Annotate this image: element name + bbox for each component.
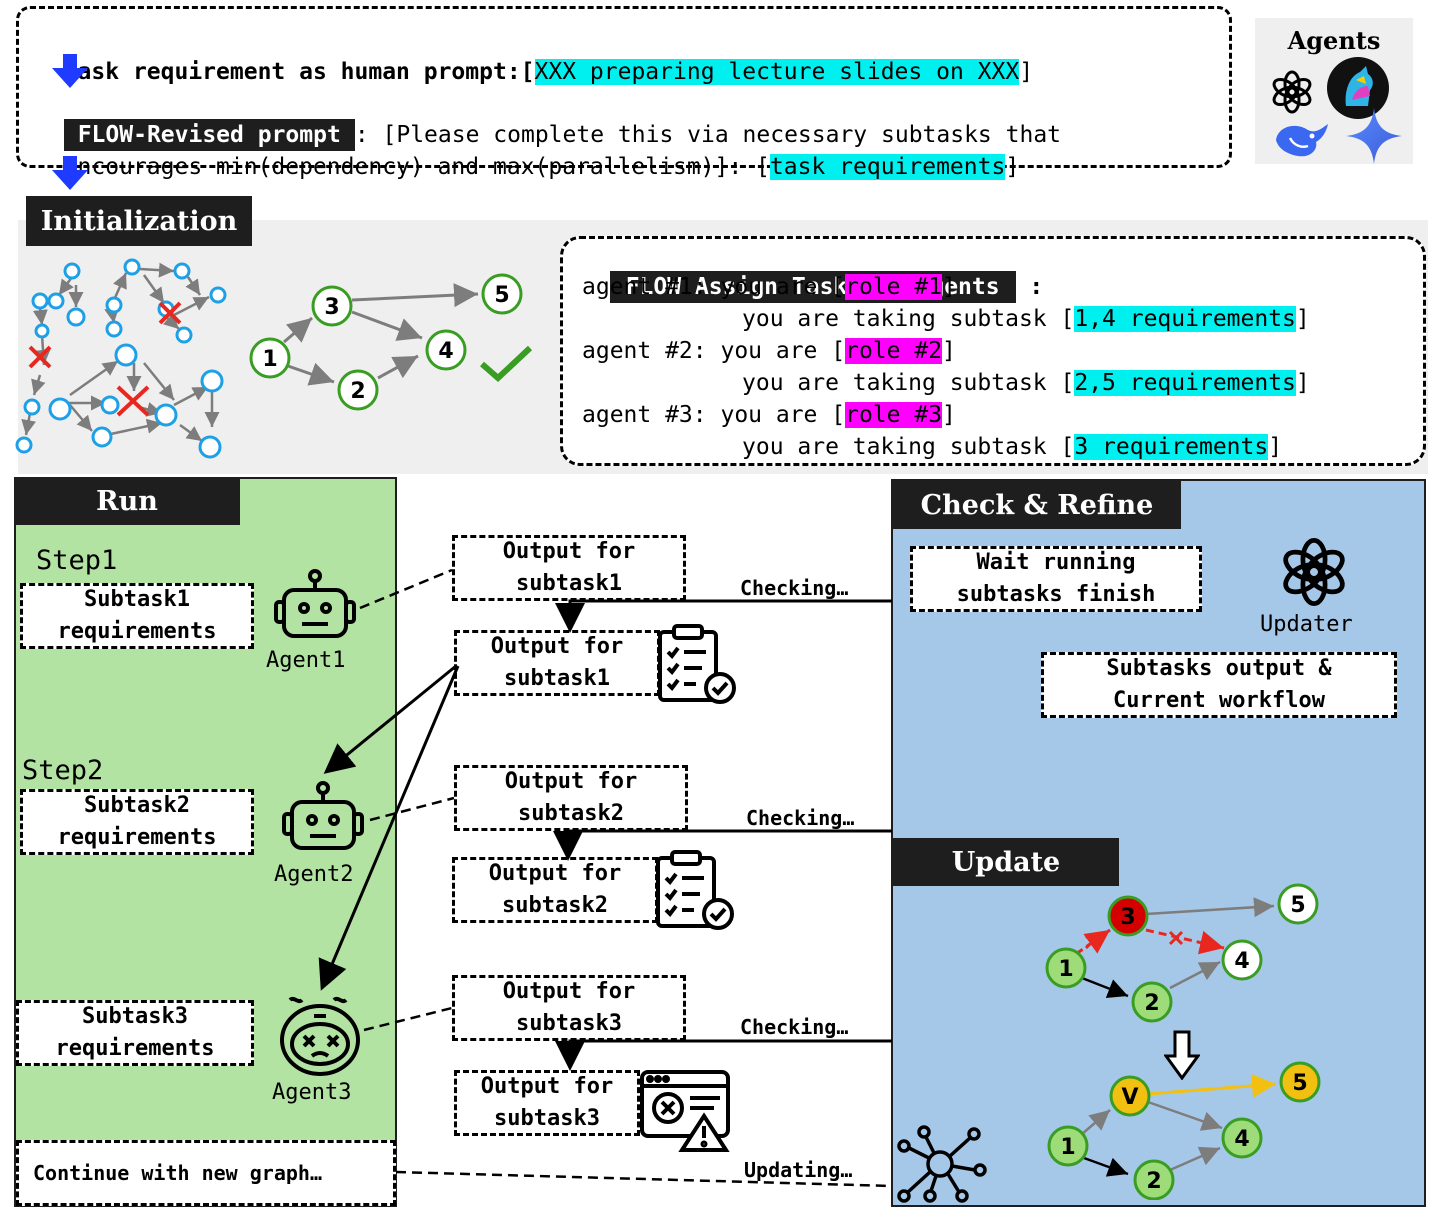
role3: role #3 bbox=[845, 402, 943, 428]
agent3-subtask-line: you are taking subtask [3 requirements] bbox=[742, 434, 1283, 460]
agent3-line: agent #3: you are [role #3] bbox=[582, 402, 956, 428]
step2-label: Step2 bbox=[22, 755, 104, 786]
continue-box: Continue with new graph… bbox=[16, 1140, 396, 1206]
error-window-icon bbox=[640, 1070, 730, 1152]
revised-line1: FLOW-Revised prompt: [Please complete th… bbox=[36, 87, 1061, 151]
prompt-box bbox=[16, 6, 1232, 168]
before-node-1: 1 bbox=[1058, 957, 1073, 982]
hollow-down-arrow-icon bbox=[1164, 1030, 1200, 1080]
step1-label: Step1 bbox=[36, 545, 118, 576]
network-icon bbox=[897, 1125, 987, 1203]
before-node-2: 2 bbox=[1144, 991, 1159, 1016]
blue-down-arrow-icon bbox=[52, 54, 88, 88]
checking-label-1: Checking… bbox=[740, 576, 849, 600]
req3: 3 requirements bbox=[1074, 434, 1269, 460]
update-graph-after: 1 2 V 4 5 bbox=[1047, 1061, 1321, 1200]
updater-label: Updater bbox=[1260, 612, 1353, 637]
revised-tag: FLOW-Revised prompt bbox=[63, 119, 355, 151]
before-node-5: 5 bbox=[1290, 893, 1305, 918]
after-node-4: 4 bbox=[1234, 1127, 1249, 1152]
init-node-3: 3 bbox=[324, 295, 339, 320]
checklist-icon bbox=[656, 850, 734, 930]
task-requirements-highlight: task requirements bbox=[769, 154, 1006, 180]
gemini-logo-icon bbox=[1346, 108, 1402, 164]
task-prefix: Task requirement as human prompt: bbox=[63, 59, 521, 85]
openai-logo-icon bbox=[1283, 537, 1345, 607]
before-node-3: 3 bbox=[1120, 905, 1135, 930]
init-node-2: 2 bbox=[350, 379, 365, 404]
update-header: Update bbox=[893, 838, 1119, 886]
after-node-1: 1 bbox=[1060, 1135, 1075, 1160]
before-node-4: 4 bbox=[1234, 949, 1249, 974]
role1: role #1 bbox=[845, 274, 943, 300]
task-requirement-line: Task requirement as human prompt:[XXX pr… bbox=[63, 59, 1034, 85]
openai-logo-icon bbox=[1272, 70, 1312, 114]
check-refine-header: Check & Refine bbox=[893, 481, 1181, 529]
role2: role #2 bbox=[845, 338, 943, 364]
agent2-line: agent #2: you are [role #2] bbox=[582, 338, 956, 364]
initialization-header: Initialization bbox=[26, 196, 252, 246]
llama-logo-icon bbox=[1327, 57, 1389, 119]
checklist-icon bbox=[658, 624, 736, 704]
run-header: Run bbox=[14, 477, 240, 525]
revised-line2: encourages min(dependency) and max(paral… bbox=[63, 154, 1020, 180]
robot-icon bbox=[274, 569, 356, 638]
deepseek-logo-icon bbox=[1276, 124, 1328, 157]
task-value: XXX preparing lecture slides on XXX bbox=[534, 59, 1020, 85]
subtasks-output-box: Subtasks output &Current workflow bbox=[1041, 652, 1397, 718]
init-node-5: 5 bbox=[494, 283, 509, 308]
messy-graphs bbox=[15, 258, 227, 459]
agent1-line: agent #1: you are [role #1] bbox=[582, 274, 956, 300]
green-check-icon bbox=[480, 345, 533, 383]
blue-down-arrow-icon bbox=[52, 156, 88, 190]
agent1-subtask-line: you are taking subtask [1,4 requirements… bbox=[742, 306, 1310, 332]
after-node-v: V bbox=[1121, 1085, 1138, 1110]
initial-workflow-graph: 1 2 3 4 5 bbox=[249, 273, 523, 411]
req2: 2,5 requirements bbox=[1074, 370, 1296, 396]
checking-label-2: Checking… bbox=[746, 806, 855, 830]
after-node-5: 5 bbox=[1292, 1071, 1307, 1096]
after-node-2: 2 bbox=[1146, 1169, 1161, 1194]
req1: 1,4 requirements bbox=[1074, 306, 1296, 332]
updating-label: Updating… bbox=[744, 1158, 853, 1182]
agent2-label: Agent2 bbox=[274, 862, 354, 887]
revised-text1: : [Please complete this via necessary su… bbox=[354, 122, 1062, 148]
init-node-4: 4 bbox=[438, 339, 453, 364]
robot-icon bbox=[282, 781, 364, 850]
agent1-label: Agent1 bbox=[266, 648, 346, 673]
agent3-label: Agent3 bbox=[272, 1080, 352, 1105]
agent2-subtask-line: you are taking subtask [2,5 requirements… bbox=[742, 370, 1310, 396]
init-node-1: 1 bbox=[262, 347, 277, 372]
update-graph-before: 1 2 3 4 5 bbox=[1045, 883, 1319, 1023]
agents-title: Agents bbox=[1287, 26, 1381, 55]
checking-label-3: Checking… bbox=[740, 1015, 849, 1039]
dizzy-robot-icon bbox=[280, 996, 360, 1076]
revised-text2: encourages min(dependency) and max(paral… bbox=[63, 154, 770, 180]
